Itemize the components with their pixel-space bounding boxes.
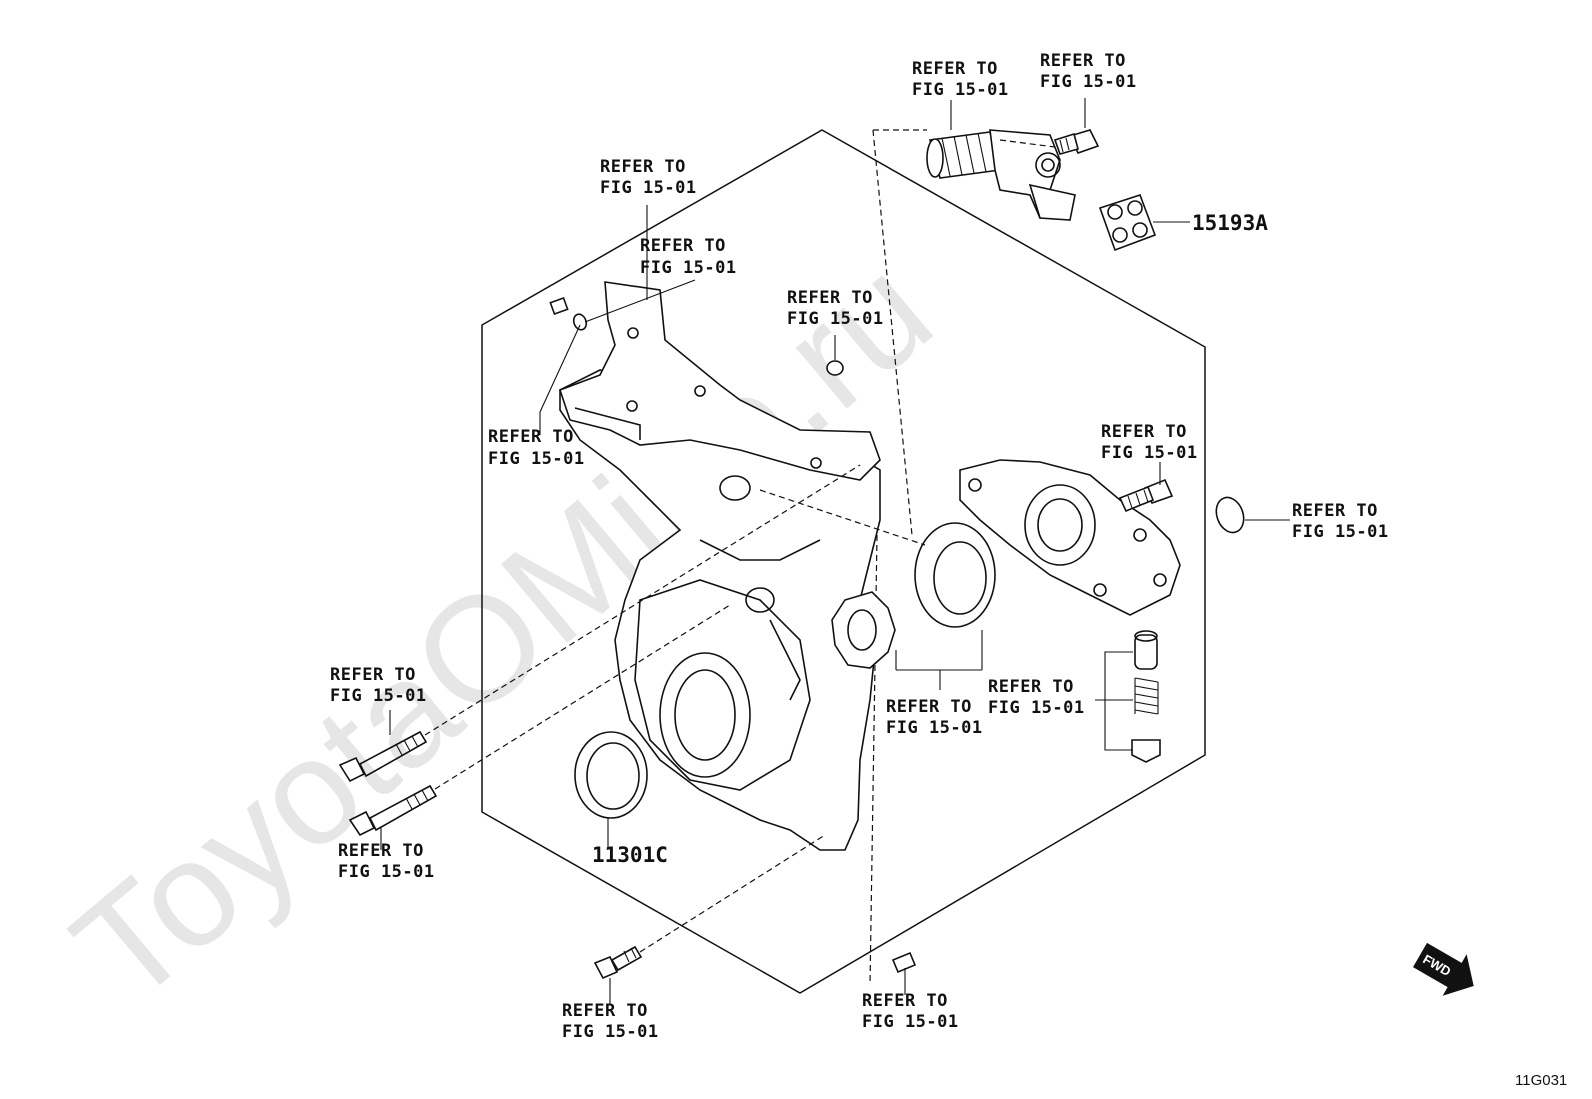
refer-text-line1: REFER TO <box>886 697 972 717</box>
refer-text-line2: FIG 15-01 <box>787 309 884 329</box>
refer-text-line2: FIG 15-01 <box>912 80 1009 100</box>
refer-label-bolt-upper: REFER TO FIG 15-01 <box>330 665 427 706</box>
refer-text-line1: REFER TO <box>787 288 873 308</box>
ocv-gasket <box>1098 194 1157 252</box>
bolt-dash-lower <box>434 604 731 790</box>
refer-text-line2: FIG 15-01 <box>1292 522 1389 542</box>
refer-text-line1: REFER TO <box>562 1001 648 1021</box>
refer-text-line2: FIG 15-01 <box>862 1012 959 1032</box>
refer-text-line2: FIG 15-01 <box>1040 72 1137 92</box>
solenoid-subgroup-outline <box>872 129 927 536</box>
refer-text-line1: REFER TO <box>600 157 686 177</box>
bolt-dash-short <box>639 834 826 953</box>
refer-text-line1: REFER TO <box>862 991 948 1011</box>
part-number-oil-seal[interactable]: 11301C <box>592 843 668 867</box>
refer-label-bolt-lower: REFER TO FIG 15-01 <box>338 841 435 882</box>
refer-label-relief-valve: REFER TO FIG 15-01 <box>988 677 1085 718</box>
refer-label-rotors: REFER TO FIG 15-01 <box>886 697 983 738</box>
refer-text-line2: FIG 15-01 <box>988 698 1085 718</box>
fwd-arrow-icon: FWD <box>1413 942 1474 996</box>
refer-label-ocv-bolt: REFER TO FIG 15-01 <box>1040 51 1137 92</box>
cover-bolt-long-upper <box>338 730 428 783</box>
refer-text-line1: REFER TO <box>488 427 574 447</box>
refer-text-line2: FIG 15-01 <box>562 1022 659 1042</box>
refer-text-line1: REFER TO <box>640 236 726 256</box>
refer-label-plug: REFER TO FIG 15-01 <box>787 288 884 329</box>
refer-text-line1: REFER TO <box>330 665 416 685</box>
relief-valve-plug <box>1131 739 1161 763</box>
refer-text-line1: REFER TO <box>912 59 998 79</box>
refer-text-line2: FIG 15-01 <box>338 862 435 882</box>
refer-label-washer: REFER TO FIG 15-01 <box>488 427 585 469</box>
assembly-outline <box>481 129 1206 994</box>
relief-valve-spring <box>1134 677 1159 715</box>
pump-inner-rotor <box>831 591 896 669</box>
part-number-gasket[interactable]: 15193A <box>1192 211 1268 235</box>
refer-text-line2: FIG 15-01 <box>488 449 585 469</box>
leader-lines <box>380 98 1290 1005</box>
dowel-pin <box>891 951 917 974</box>
refer-text-line1: REFER TO <box>338 841 424 861</box>
refer-text-line1: REFER TO <box>1040 51 1126 71</box>
cover-bolt-short <box>593 945 643 980</box>
crankshaft-oil-seal <box>574 731 648 819</box>
engine-mount-bracket <box>558 281 881 481</box>
plug <box>826 360 844 376</box>
o-ring <box>1215 496 1245 534</box>
refer-label-o-ring: REFER TO FIG 15-01 <box>1292 501 1389 542</box>
refer-text-line2: FIG 15-01 <box>886 718 983 738</box>
relief-valve-plunger <box>1134 630 1158 670</box>
pump-dash <box>759 489 926 546</box>
refer-text-line2: FIG 15-01 <box>330 686 427 706</box>
refer-label-pump-bolt: REFER TO FIG 15-01 <box>1101 422 1198 463</box>
refer-text-line1: REFER TO <box>1292 501 1378 521</box>
ocv-bolt <box>1053 129 1100 155</box>
oil-pump-housing <box>959 459 1181 616</box>
refer-label-top-center: REFER TO FIG 15-01 <box>600 157 697 198</box>
refer-label-bolt-short: REFER TO FIG 15-01 <box>562 1001 659 1042</box>
oil-control-valve <box>926 129 1076 221</box>
refer-text-line1: REFER TO <box>1101 422 1187 442</box>
refer-label-bracket: REFER TO FIG 15-01 <box>640 236 737 278</box>
oil-pump-bolt <box>1118 478 1174 513</box>
figure-code: 11G031 <box>1515 1072 1567 1089</box>
cover-bolt-long-lower <box>348 784 438 837</box>
refer-text-line2: FIG 15-01 <box>1101 443 1198 463</box>
refer-label-dowel: REFER TO FIG 15-01 <box>862 991 959 1032</box>
refer-text-line2: FIG 15-01 <box>600 178 697 198</box>
refer-label-ocv: REFER TO FIG 15-01 <box>912 59 1009 100</box>
refer-text-line1: REFER TO <box>988 677 1074 697</box>
bracket-bolt <box>549 296 588 331</box>
pump-outer-rotor <box>914 522 996 628</box>
timing-chain-cover <box>559 369 881 851</box>
refer-text-line2: FIG 15-01 <box>640 258 737 278</box>
bolt-dash-upper <box>424 464 861 736</box>
